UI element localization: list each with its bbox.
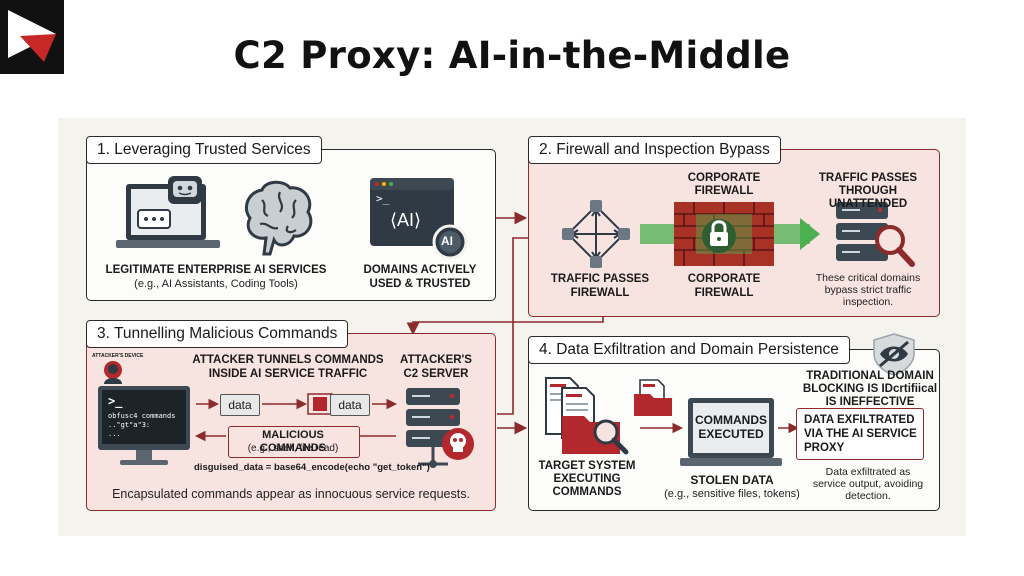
hacker-icon: [98, 360, 128, 389]
stolen-folder-icon: [632, 378, 676, 423]
documents-folder-icon: [540, 376, 636, 461]
p2-fw-bottom-a: CORPORATE: [687, 273, 761, 285]
p3-footer: Encapsulated commands appear as innocuou…: [112, 487, 470, 501]
window-prompt: >_: [376, 192, 390, 205]
server-search-icon: [832, 200, 918, 277]
terminal-line-2: .."gt"a"3:: [108, 421, 151, 429]
page-title: C2 Proxy: AI-in-the-Middle: [233, 34, 791, 77]
panel2-tab: 2. Firewall and Inspection Bypass: [528, 136, 781, 164]
p3-c2-b: C2 SERVER: [403, 368, 469, 380]
p4-trad-a: TRADITIONAL DOMAIN: [806, 370, 934, 382]
p4-target-c: COMMANDS: [552, 486, 622, 498]
network-node-icon: [560, 198, 632, 275]
p1-label-domains-a: DOMAINS ACTIVELY: [363, 264, 477, 276]
lock-icon: [701, 212, 737, 259]
exfil-proxy-box: [796, 408, 924, 460]
p4-note-c: detection.: [845, 490, 891, 502]
p4-cmd-a: COMMANDS: [695, 413, 767, 427]
panel4-tab: 4. Data Exfiltration and Domain Persiste…: [528, 336, 850, 364]
terminal-prompt: >_: [108, 394, 123, 408]
p4-stolen: STOLEN DATA: [690, 473, 774, 487]
terminal-monitor-icon: >_ obfusc4 commands .."gt"a"3: ...: [98, 386, 190, 466]
p2-fw-top-b: FIREWALL: [694, 185, 754, 197]
p2-traffic-b: FIREWALL: [570, 287, 630, 299]
data-packet-2: data: [330, 394, 370, 416]
p2-fw-top-a: CORPORATE: [687, 172, 761, 184]
p3-tunnel-b: INSIDE AI SERVICE TRAFFIC: [208, 368, 368, 380]
p3-code-line: disguised_data = base64_encode(echo "get…: [194, 462, 430, 473]
terminal-line-3: ...: [108, 430, 121, 438]
shield-eye-icon: [870, 332, 918, 381]
p4-exfil-b: VIA THE AI SERVICE: [804, 428, 917, 440]
p1-sub-examples: (e.g., AI Assistants, Coding Tools): [134, 278, 298, 290]
p4-note-b: service output, avoiding: [812, 478, 924, 490]
panel3-tab: 3. Tunnelling Malicious Commands: [86, 320, 349, 348]
p4-cmd-b: EXECUTED: [698, 427, 764, 441]
p2-note-b: bypass strict traffic: [824, 284, 912, 296]
p4-stolen-sub: (e.g., sensitive files, tokens): [664, 488, 800, 500]
p2-note-c: inspection.: [842, 296, 894, 308]
terminal-line-1: obfusc4 commands: [108, 412, 176, 420]
p4-exfil-c: PROXY: [804, 442, 845, 454]
p4-exfil-a: DATA EXFILTRATED: [804, 414, 915, 426]
p4-target-b: EXECUTING: [553, 473, 621, 485]
p1-label-domains-b: USED & TRUSTED: [369, 278, 471, 290]
data-packet-1: data: [220, 394, 260, 416]
play-logo-icon: [0, 0, 64, 74]
p3-mal-b: (e.g., shell, file read): [247, 443, 339, 454]
laptop-icon: [680, 396, 782, 477]
panel1-tab: 1. Leveraging Trusted Services: [86, 136, 322, 164]
p3-mal-a: MALICIOUS COMMANDS: [260, 429, 326, 454]
brain-icon: [240, 178, 316, 261]
p1-label-enterprise: LEGITIMATE ENTERPRISE AI SERVICES: [105, 264, 327, 276]
p2-unatt-a: TRAFFIC PASSES: [818, 172, 918, 184]
p4-trad-b: BLOCKING IS IDcrtifiical: [802, 383, 938, 395]
p4-target-a: TARGET SYSTEM: [538, 460, 636, 472]
gear-ai-text: AI: [441, 234, 453, 248]
malicious-commands-box: [228, 426, 360, 458]
p4-trad-c: IS INEFFECTIVE: [825, 396, 915, 408]
p3-tunnel-a: ATTACKER TUNNELS COMMANDS: [192, 354, 384, 366]
p2-unatt-b: THROUGH UNATTENDED: [828, 185, 908, 210]
p3-c2-a: ATTACKER'S: [400, 354, 472, 366]
p2-traffic-a: TRAFFIC PASSES: [550, 273, 650, 285]
p4-note-a: Data exfiltrated as: [825, 466, 911, 478]
laptop-chatbot-icon: [116, 176, 226, 263]
p2-fw-bottom-b: FIREWALL: [694, 287, 754, 299]
ai-window-icon: >_ ⟨AI⟩ AI: [368, 176, 472, 260]
window-ai-text: ⟨AI⟩: [390, 210, 422, 230]
p2-note-a: These critical domains: [815, 272, 921, 284]
hacker-caption: ATTACKER'S DEVICE: [92, 353, 144, 359]
server-skull-icon: [400, 384, 480, 481]
